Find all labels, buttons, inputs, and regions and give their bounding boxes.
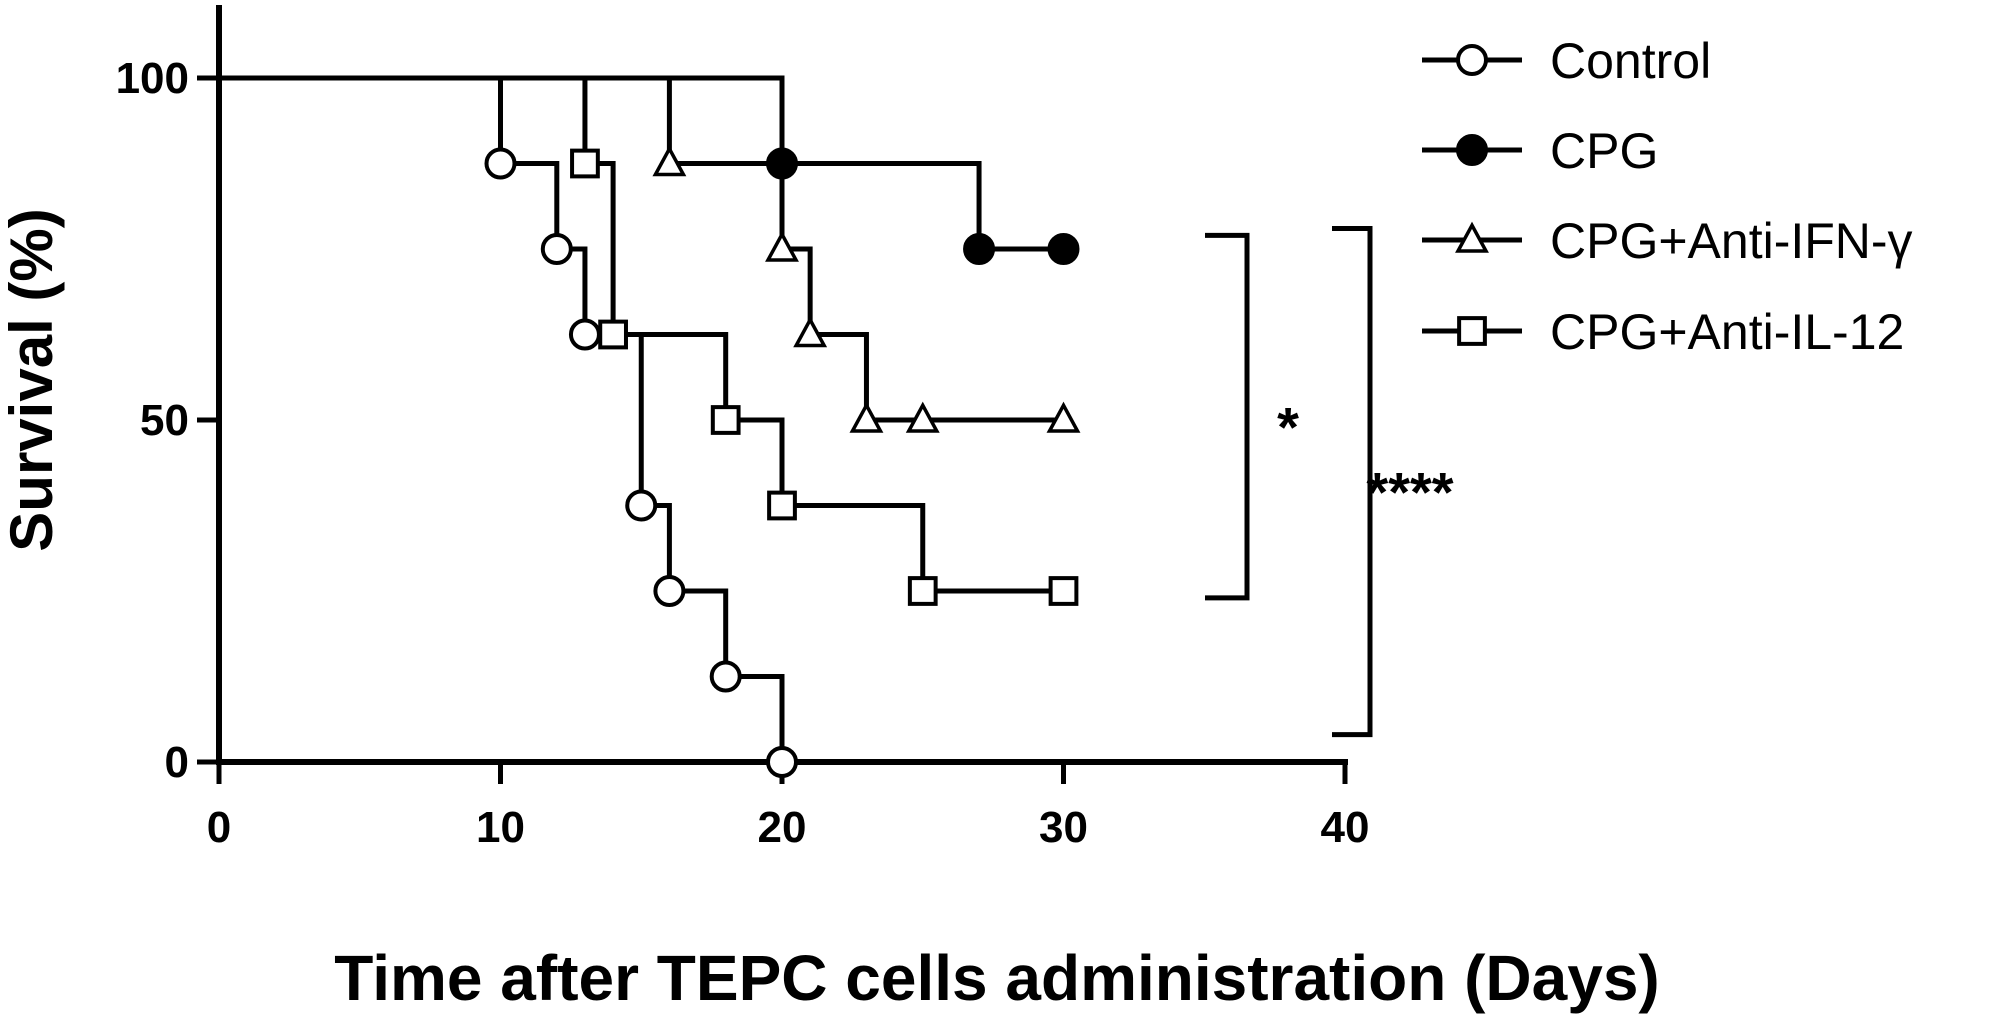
data-point [1457, 316, 1487, 346]
data-point [625, 489, 658, 522]
significance-annotations: ***** [1205, 225, 1454, 738]
data-point [1456, 134, 1488, 166]
data-point [1455, 221, 1489, 253]
series-line [219, 75, 785, 762]
data-point [1047, 233, 1080, 265]
data-point [793, 316, 828, 348]
data-point [484, 147, 517, 180]
data-point [709, 660, 742, 693]
significance-bracket: * [1205, 232, 1299, 601]
x-tick-label: 0 [207, 803, 231, 852]
data-point [652, 145, 687, 177]
data-point [849, 401, 884, 433]
x-tick-label: 40 [1321, 803, 1370, 852]
data-point [540, 233, 573, 265]
y-tick-label: 50 [140, 396, 189, 445]
bracket-line [1205, 232, 1250, 601]
data-point [568, 318, 601, 351]
significance-bracket: **** [1332, 225, 1454, 738]
legend-label: CPG+Anti-IL-12 [1550, 304, 1904, 360]
series-1 [219, 75, 1080, 265]
series-3 [219, 75, 1079, 606]
series-layer [219, 75, 1081, 778]
legend-entry: CPG+Anti-IFN-γ [1422, 213, 1913, 269]
series-0 [219, 75, 798, 778]
legend-entry: Control [1422, 33, 1711, 89]
data-point [1048, 576, 1079, 606]
data-point [570, 148, 600, 179]
data-point [1046, 401, 1081, 433]
significance-label: **** [1366, 461, 1453, 524]
data-point [710, 405, 741, 435]
y-tick-label: 0 [165, 738, 189, 787]
significance-label: * [1277, 396, 1299, 459]
data-point [905, 401, 940, 433]
legend-entry: CPG+Anti-IL-12 [1422, 304, 1904, 360]
data-point [598, 319, 628, 350]
axes: 0 10 20 30 40 0 50 100 [116, 5, 1370, 852]
data-point [1456, 44, 1488, 76]
x-tick-label: 30 [1039, 803, 1088, 852]
data-point [907, 576, 938, 606]
series-line [219, 75, 1064, 423]
y-tick-label: 100 [116, 54, 189, 103]
series-2 [219, 75, 1081, 433]
x-tick-label: 10 [476, 803, 525, 852]
x-axis-title: Time after TEPC cells administration (Da… [334, 942, 1659, 1014]
legend-label: CPG+Anti-IFN-γ [1550, 213, 1913, 269]
data-point [766, 746, 798, 778]
data-point [765, 230, 799, 262]
legend-entry: CPG [1422, 123, 1658, 179]
bracket-line [1332, 225, 1373, 738]
data-point [767, 490, 797, 521]
legend-label: Control [1550, 33, 1711, 89]
x-tick-label: 20 [758, 803, 807, 852]
data-point [653, 575, 686, 607]
series-line [219, 75, 1064, 252]
y-axis-title: Survival (%) [0, 208, 65, 551]
data-point [963, 233, 996, 265]
legend-label: CPG [1550, 123, 1658, 179]
